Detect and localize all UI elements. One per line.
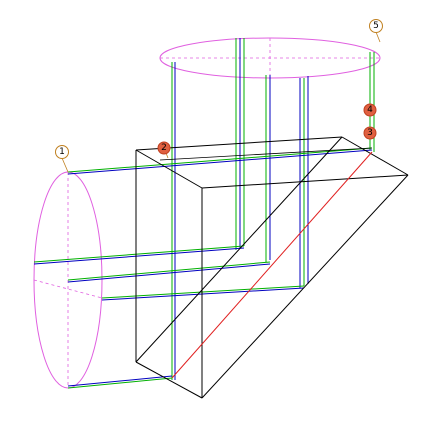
- callout-1[interactable]: 1: [55, 145, 69, 159]
- callout-4[interactable]: 4: [363, 103, 377, 117]
- callout-3[interactable]: 3: [363, 126, 377, 140]
- horizontal-branch-lines: [33, 147, 373, 389]
- duct-body-edges[interactable]: [135, 136, 409, 399]
- top-circular-profile[interactable]: [159, 37, 381, 79]
- callout-2[interactable]: 2: [157, 141, 171, 155]
- callout-1-label: 1: [59, 147, 65, 157]
- callout-5[interactable]: 5: [369, 19, 383, 33]
- callout-3-label: 3: [367, 128, 373, 138]
- seam-line: [171, 151, 373, 379]
- callout-2-label: 2: [161, 143, 167, 153]
- callout-4-label: 4: [367, 105, 373, 115]
- callout-5-label: 5: [373, 21, 379, 31]
